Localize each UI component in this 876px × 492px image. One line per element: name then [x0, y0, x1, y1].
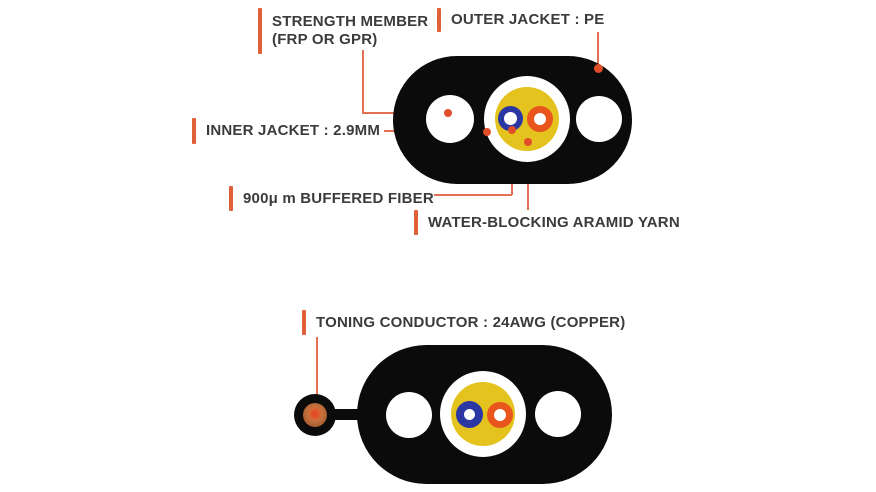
- strength-member-hole-left: [386, 392, 432, 438]
- marker-dot-strength-member: [444, 109, 452, 117]
- label-strength-member: STRENGTH MEMBER(FRP OR GPR): [258, 8, 428, 54]
- toning-conductor-web: [334, 409, 360, 420]
- label-aramid-yarn: WATER-BLOCKING ARAMID YARN: [414, 210, 680, 235]
- label-text: INNER JACKET : 2.9MM: [206, 122, 381, 139]
- label-text: STRENGTH MEMBER(FRP OR GPR): [272, 13, 429, 48]
- strength-member-hole-left: [426, 95, 474, 143]
- label-inner-jacket: INNER JACKET : 2.9MM: [192, 118, 380, 144]
- accent-bar: [414, 210, 418, 235]
- label-text: TONING CONDUCTOR : 24AWG (COPPER): [316, 313, 626, 331]
- label-toning-conductor: TONING CONDUCTOR : 24AWG (COPPER): [302, 310, 625, 335]
- marker-dot-aramid-yarn: [524, 138, 532, 146]
- accent-bar: [302, 310, 306, 335]
- label-text: 900μ m BUFFERED FIBER: [243, 189, 434, 207]
- buffered-fiber-blue: [456, 401, 483, 428]
- label-text: OUTER JACKET : PE: [451, 11, 605, 28]
- leader-line-strength-member: [362, 50, 364, 113]
- leader-line-buffered-fiber: [434, 194, 512, 196]
- accent-bar: [192, 118, 196, 144]
- leader-line-toning-conductor: [316, 337, 318, 411]
- label-outer-jacket: OUTER JACKET : PE: [437, 8, 604, 32]
- marker-dot-toning-conductor: [311, 410, 319, 418]
- buffered-fiber-orange: [527, 106, 553, 132]
- accent-bar: [258, 8, 262, 54]
- buffered-fiber-orange: [487, 402, 513, 428]
- marker-dot-inner-jacket: [483, 128, 491, 136]
- strength-member-hole-right: [576, 96, 622, 142]
- marker-dot-buffered-fiber: [508, 126, 516, 134]
- accent-bar: [437, 8, 441, 32]
- leader-line-outer-jacket: [597, 32, 599, 70]
- label-text: WATER-BLOCKING ARAMID YARN: [428, 213, 680, 231]
- accent-bar: [229, 186, 233, 211]
- marker-dot-outer-jacket: [594, 64, 603, 73]
- strength-member-hole-right: [535, 391, 581, 437]
- label-buffered-fiber: 900μ m BUFFERED FIBER: [229, 186, 434, 211]
